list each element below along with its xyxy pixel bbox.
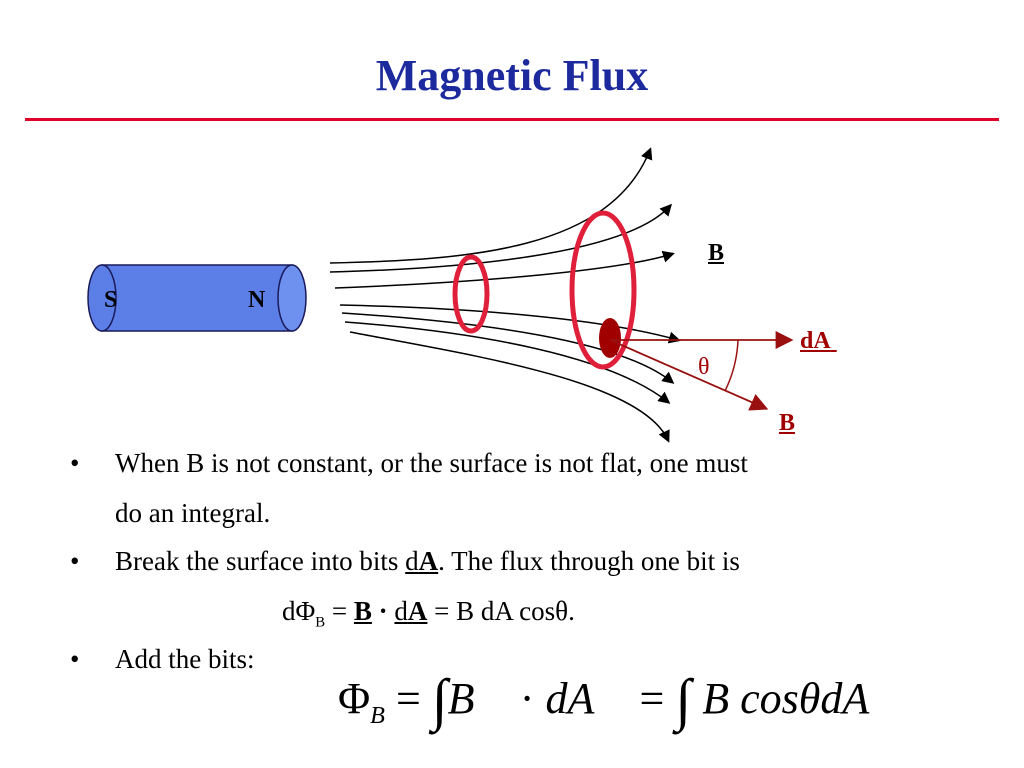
theta-label: θ [698, 354, 710, 380]
small-loop [452, 254, 490, 334]
large-loop [569, 210, 637, 370]
bullet-text: Add the bits: [115, 644, 255, 674]
bullet-marker: • [70, 546, 80, 576]
field-line [334, 250, 675, 289]
bullet-marker: • [70, 644, 80, 674]
magnetic-flux-diagram: S N [87, 147, 794, 443]
field-line [344, 321, 671, 404]
field-line [329, 147, 653, 264]
magnet-south-label: S [104, 287, 117, 313]
slide-title: Magnetic Flux [375, 51, 649, 100]
bullet-text: do an integral. [115, 498, 271, 528]
angle-arc [724, 339, 739, 392]
flux-element-equation: dΦB = B · dA = B dA cosθ. [282, 596, 575, 631]
field-lines [329, 147, 681, 443]
bullet-text: When B is not constant, or the surface i… [115, 448, 748, 478]
bullet-text: Break the surface into bits dA. The flux… [115, 546, 740, 576]
b-vector [609, 339, 769, 411]
magnet-body [101, 264, 293, 332]
b-field-label: B [708, 240, 725, 266]
magnet-north-label: N [248, 287, 266, 313]
magnet-north-end [277, 264, 307, 332]
bullet-marker: • [70, 448, 80, 478]
field-line [349, 331, 670, 443]
da-label: dA [800, 328, 831, 354]
flux-integral-equation: ΦB = ∫B⃗ · dA⃗ = ∫ B cosθdA [338, 667, 870, 732]
field-line [339, 304, 681, 344]
field-line [329, 203, 673, 273]
field-line [341, 312, 675, 384]
title-divider [25, 118, 999, 121]
bar-magnet: S N [87, 264, 307, 332]
magnet-south-end [87, 264, 117, 332]
b-vector-label: B [779, 410, 796, 436]
surface-patch [599, 318, 621, 358]
